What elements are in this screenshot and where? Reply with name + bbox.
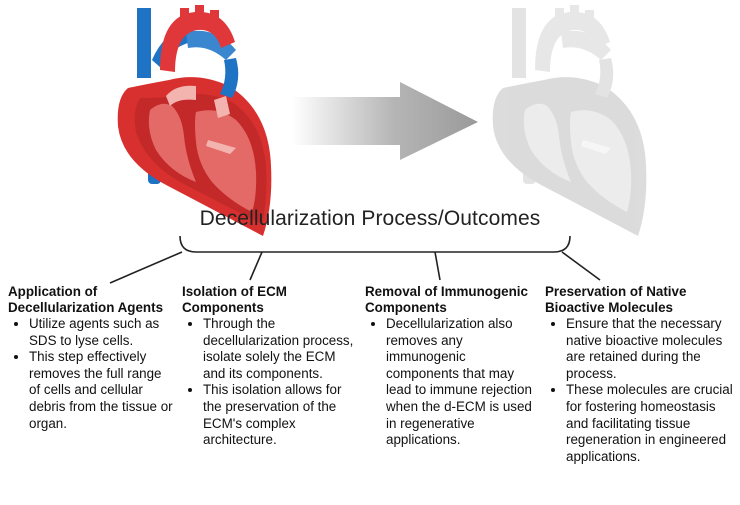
column-heading: Preservation of Native Bioactive Molecul…	[545, 284, 687, 315]
list-item: These molecules are crucial for fosterin…	[566, 382, 737, 465]
list-item: Through the decellularization process, i…	[203, 316, 354, 382]
list-item: This isolation allows for the preservati…	[203, 382, 354, 448]
decellularized-heart-icon	[492, 5, 647, 236]
connector-lines	[109, 251, 601, 284]
column-immunogenic-removal: Removal of Immunogenic Components Decell…	[365, 284, 537, 449]
column-bioactive-preservation: Preservation of Native Bioactive Molecul…	[545, 284, 737, 465]
list-item: This step effectively removes the full r…	[29, 349, 176, 432]
column-heading: Removal of Immunogenic Components	[365, 284, 528, 315]
column-decellularization-agents: Application of Decellularization Agents …	[8, 284, 176, 432]
column-heading: Application of Decellularization Agents	[8, 284, 164, 315]
arrow-right-icon	[292, 82, 478, 160]
list-item: Decellularization also removes any immun…	[386, 316, 537, 449]
bracket	[179, 235, 571, 253]
heart-icon	[117, 5, 272, 236]
column-heading: Isolation of ECM Components	[182, 284, 287, 315]
list-item: Ensure that the necessary native bioacti…	[566, 316, 737, 382]
list-item: Utilize agents such as SDS to lyse cells…	[29, 316, 176, 349]
page-title: Decellularization Process/Outcomes	[199, 207, 541, 230]
column-ecm-isolation: Isolation of ECM Components Through the …	[182, 284, 354, 449]
